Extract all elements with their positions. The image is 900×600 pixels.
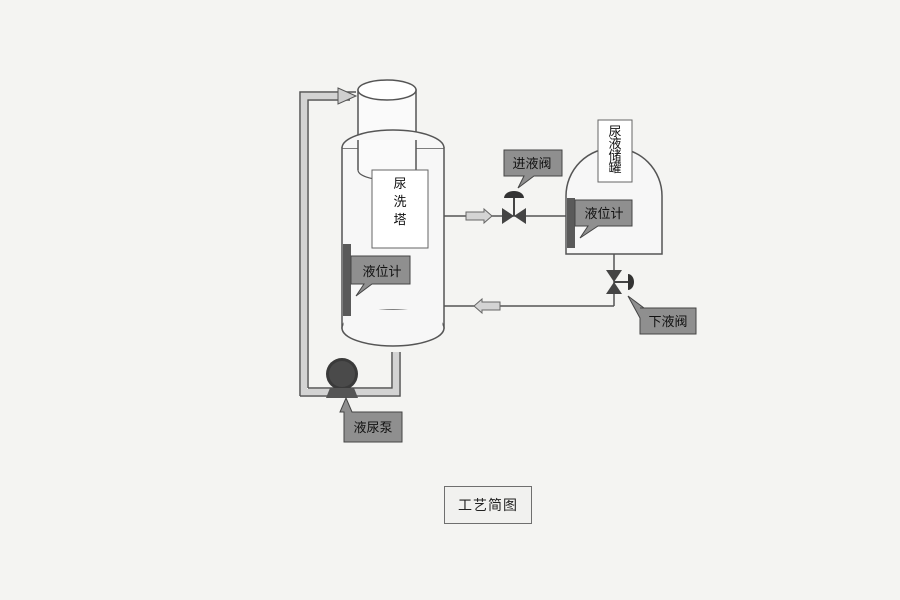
pump-icon	[326, 358, 358, 398]
inlet-valve-callout	[503, 149, 563, 189]
washer-tower-label-3: 塔	[393, 213, 406, 228]
inlet-valve-icon	[502, 191, 526, 224]
tank-level-meter-label: 液位计	[584, 207, 623, 222]
outlet-valve-label: 下液阀	[648, 315, 687, 330]
tank-label-2: 液	[608, 137, 621, 152]
outlet-valve-icon	[606, 270, 634, 294]
pump-label: 液尿泵	[353, 421, 392, 436]
tank-label-3: 储	[608, 149, 621, 164]
washer-tower-label-2: 洗	[393, 195, 406, 210]
tank-level-meter	[567, 198, 633, 248]
diagram-title: 工艺简图	[444, 486, 532, 524]
outlet-valve-callout	[627, 295, 697, 335]
inlet-valve-label: 进液阀	[512, 157, 551, 172]
washer-tower	[341, 79, 445, 347]
tank-label-1: 尿	[608, 125, 621, 140]
pump-callout	[339, 396, 403, 443]
tower-level-meter-label: 液位计	[362, 265, 401, 280]
tank-label-4: 罐	[608, 161, 621, 176]
washer-tower-label-1: 尿	[393, 177, 406, 192]
tower-level-meter	[343, 244, 411, 316]
